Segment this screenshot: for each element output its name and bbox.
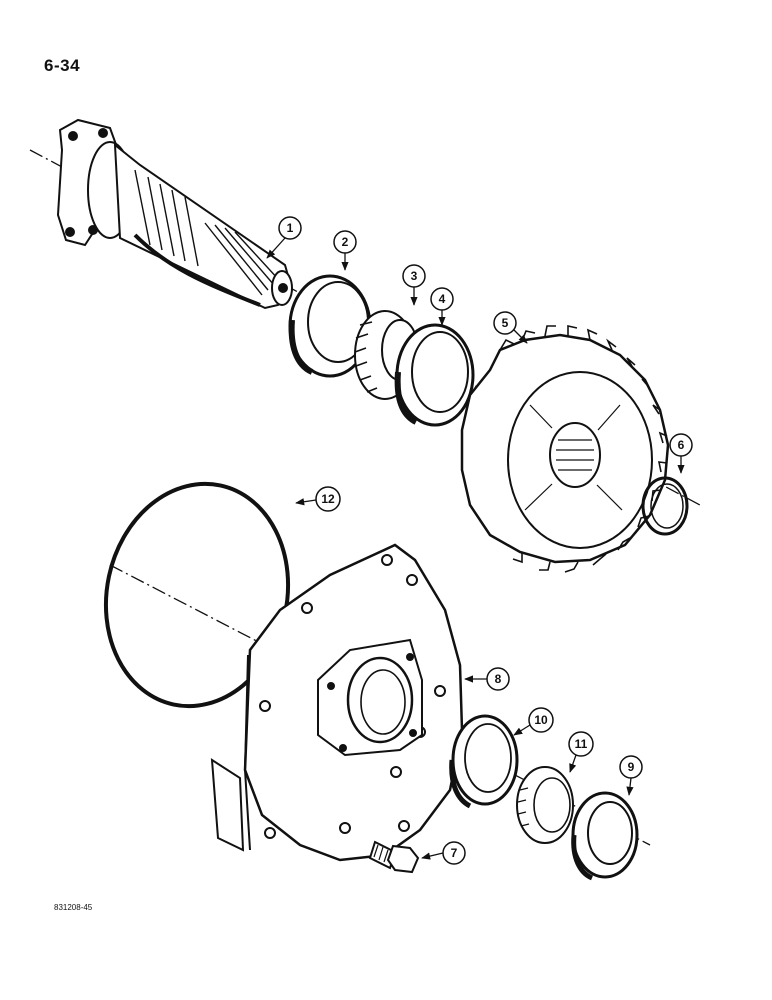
- output-shaft-part: [56, 118, 294, 310]
- callout-12: 12: [295, 486, 341, 512]
- callout-11-label: 11: [575, 737, 588, 751]
- callout-2-label: 2: [342, 235, 349, 249]
- callout-9-label: 9: [628, 760, 635, 774]
- callout-1-label: 1: [287, 221, 294, 235]
- callout-11: 11: [568, 731, 594, 773]
- callout-4-label: 4: [439, 292, 446, 306]
- page-number: 6-34: [44, 56, 81, 75]
- bolt-part: [368, 840, 420, 874]
- callout-6: 6: [669, 433, 693, 474]
- callout-7: 7: [421, 841, 466, 865]
- bearing-cup-part: [288, 274, 372, 378]
- callout-1: 1: [266, 216, 302, 259]
- bearing-cone-part-2: [516, 766, 574, 844]
- callout-7-label: 7: [451, 846, 458, 860]
- bearing-cup-part-2: [394, 323, 475, 427]
- drawing-id: 831208-45: [54, 903, 93, 912]
- callout-5: 5: [493, 311, 528, 344]
- callout-12-label: 12: [321, 492, 335, 506]
- callout-9: 9: [619, 755, 643, 796]
- callout-10-label: 10: [534, 713, 548, 727]
- callout-8: 8: [464, 667, 510, 691]
- callout-6-label: 6: [678, 438, 685, 452]
- callout-10: 10: [513, 707, 554, 736]
- callout-8-label: 8: [495, 672, 502, 686]
- callout-4: 4: [430, 287, 454, 326]
- oil-seal-part: [571, 791, 639, 881]
- bearing-carrier-plate-part: [210, 543, 464, 862]
- callout-3-label: 3: [411, 269, 418, 283]
- snap-ring-part: [641, 476, 689, 536]
- bearing-cup-part-3: [449, 714, 519, 809]
- spur-gear-part: [460, 325, 670, 573]
- callout-2: 2: [333, 230, 357, 271]
- callout-3: 3: [402, 264, 426, 306]
- callout-5-label: 5: [502, 316, 509, 330]
